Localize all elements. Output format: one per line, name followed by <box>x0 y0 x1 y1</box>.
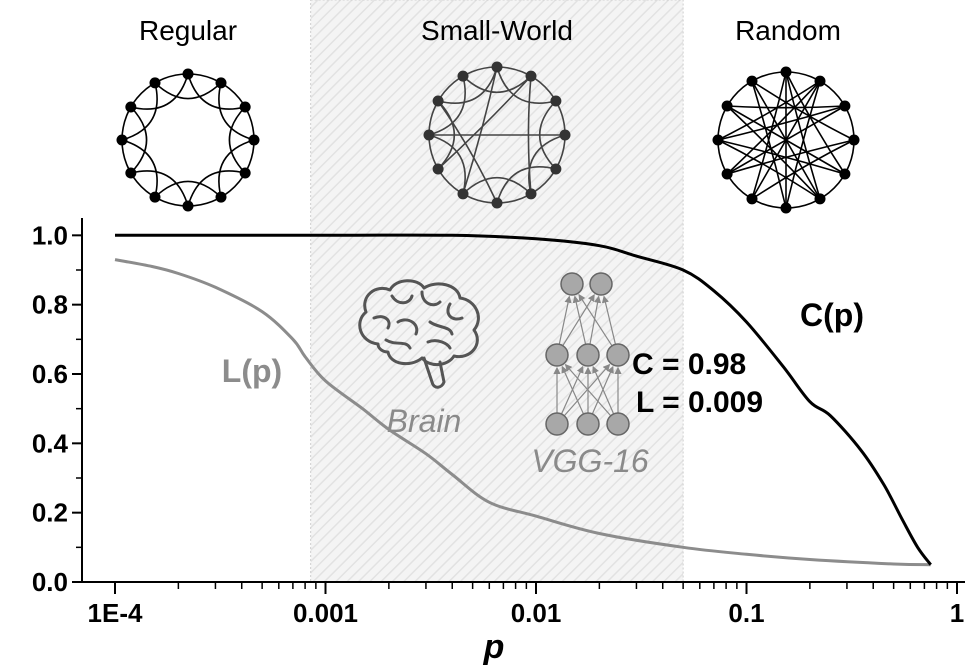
series-label-l: L(p) <box>222 353 282 389</box>
network-node <box>215 191 227 203</box>
y-tick-label: 0.8 <box>32 290 68 320</box>
chart-axes <box>81 218 965 583</box>
regime-label-regular: Regular <box>139 15 237 46</box>
network-node <box>721 100 733 112</box>
series-line-c <box>115 233 932 566</box>
x-axis-title: p <box>483 628 505 666</box>
network-node <box>432 163 444 175</box>
network-node <box>839 100 851 112</box>
neuron-node <box>606 412 630 436</box>
network-node <box>491 61 503 73</box>
network-node <box>149 191 161 203</box>
network-node <box>550 163 562 175</box>
network-node <box>491 197 503 209</box>
x-tick-label: 0.1 <box>728 598 764 628</box>
network-node <box>125 101 137 113</box>
neuron-node <box>545 412 569 436</box>
network-node <box>746 75 758 87</box>
y-tick-label: 0.6 <box>32 359 68 389</box>
x-axis-ticks: 1E-4 0.001 0.01 0.1 1 <box>88 582 964 628</box>
network-node <box>248 134 260 146</box>
neuron-node <box>545 343 569 367</box>
network-node <box>839 168 851 180</box>
x-tick-label: 1 <box>950 598 964 628</box>
vgg16-label: VGG-16 <box>531 443 649 479</box>
network-node <box>559 129 571 141</box>
network-node <box>423 129 435 141</box>
neuron-node <box>560 272 584 296</box>
neuron-node <box>576 343 600 367</box>
series-line-l <box>114 258 931 567</box>
network-node <box>746 193 758 205</box>
network-node <box>182 68 194 80</box>
network-node <box>848 134 860 146</box>
brain-label: Brain <box>387 403 462 439</box>
vgg16-network-icon <box>545 272 630 436</box>
network-node <box>814 75 826 87</box>
neuron-node <box>606 343 630 367</box>
brain-icon <box>358 279 480 389</box>
small-world-network-icon <box>423 61 571 209</box>
network-node <box>457 70 469 82</box>
network-node <box>780 66 792 78</box>
network-node <box>239 101 251 113</box>
regime-label-small-world: Small-World <box>421 15 573 46</box>
y-tick-label: 1.0 <box>32 220 68 250</box>
network-node <box>116 134 128 146</box>
network-node <box>457 188 469 200</box>
network-node <box>215 77 227 89</box>
y-tick-label: 0.2 <box>32 498 68 528</box>
network-node <box>721 168 733 180</box>
x-tick-label: 0.001 <box>293 598 358 628</box>
network-node <box>550 95 562 107</box>
random-network-icon <box>712 66 860 214</box>
network-node <box>814 193 826 205</box>
series-label-c: C(p) <box>800 297 864 333</box>
x-tick-label: 1E-4 <box>88 598 143 628</box>
network-node <box>525 70 537 82</box>
network-node <box>239 167 251 179</box>
network-node <box>525 188 537 200</box>
small-world-region <box>310 0 684 583</box>
neuron-node <box>576 412 600 436</box>
neuron-node <box>589 272 613 296</box>
regime-label-random: Random <box>735 15 841 46</box>
network-node <box>780 202 792 214</box>
network-node <box>125 167 137 179</box>
y-axis-ticks: 0.0 0.2 0.4 0.6 0.8 1.0 <box>32 220 82 597</box>
network-node <box>432 95 444 107</box>
regular-network-icon <box>116 68 260 212</box>
y-tick-label: 0.4 <box>32 428 69 458</box>
network-node <box>712 134 724 146</box>
c-value-label: C = 0.98 <box>632 348 746 381</box>
x-tick-label: 0.01 <box>511 598 562 628</box>
network-node <box>182 200 194 212</box>
network-node <box>149 77 161 89</box>
y-tick-label: 0.0 <box>32 567 68 597</box>
l-value-label: L = 0.009 <box>636 386 763 419</box>
